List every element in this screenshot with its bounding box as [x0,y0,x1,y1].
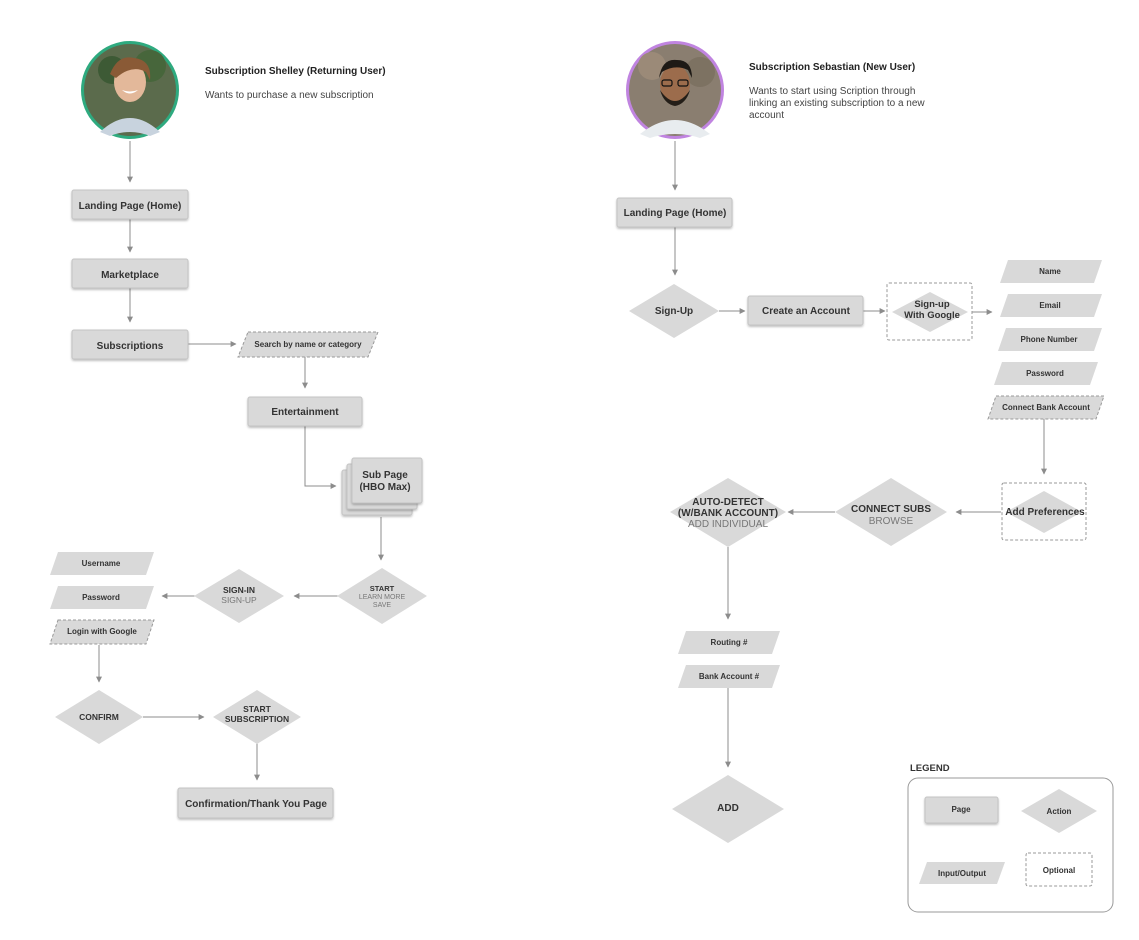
legend-action-swatch [1021,789,1097,833]
start-action: START LEARN MORE SAVE [337,568,427,624]
create-account-label: Create an Account [762,306,851,317]
email-label: Email [1039,301,1060,310]
bank-account-io: Bank Account # [678,665,780,688]
signup-right-label: Sign-Up [655,306,693,317]
add-preferences-optional: Add Preferences [1001,482,1087,541]
name-io: Name [1000,260,1102,283]
subpage-stack: Sub Page (HBO Max) [341,457,423,516]
password-right-label: Password [1026,369,1064,378]
entertainment-label: Entertainment [271,407,339,418]
bank-account-label: Bank Account # [699,672,760,681]
name-label: Name [1039,267,1061,276]
auto-detect-label-1: AUTO-DETECT [692,497,763,508]
username-io: Username [50,552,154,575]
legend-page-swatch [924,796,999,824]
subscriptions-label: Subscriptions [97,341,164,352]
password-io: Password [50,586,154,609]
create-account-page: Create an Account [747,295,864,326]
legend-optional-swatch [1025,852,1093,887]
right-landing-label: Landing Page (Home) [624,208,727,219]
right-connectors [672,141,1047,768]
right-landing-page: Landing Page (Home) [616,197,733,228]
legend-action-label: Action [1047,807,1072,816]
username-label: Username [82,559,121,568]
connect-bank-io: Connect Bank Account [987,395,1105,420]
legend-optional-label: Optional [1043,866,1075,875]
login-google-io: Login with Google [49,619,155,645]
confirm-label: CONFIRM [79,712,119,722]
password-right-io: Password [994,362,1098,385]
login-google-label: Login with Google [67,627,137,636]
entertainment-page: Entertainment [247,396,363,427]
confirmation-label: Confirmation/Thank You Page [185,799,327,810]
auto-detect-label-2: (W/BANK ACCOUNT) [678,508,778,519]
marketplace-page: Marketplace [71,258,189,289]
avatar-sebastian [626,41,724,139]
connect-subs-label: CONNECT SUBS [851,504,931,515]
add-preferences-label: Add Preferences [1005,507,1085,518]
persona-1-name: Subscription Shelley (Returning User) [205,66,386,77]
connect-bank-label: Connect Bank Account [1002,403,1090,412]
persona-1-goal: Wants to purchase a new subscription [205,90,374,101]
start-subscription-action: START SUBSCRIPTION [213,690,301,744]
connect-subs-action: CONNECT SUBS BROWSE [835,478,947,546]
browse-label: BROWSE [869,516,914,527]
google-signup-label-1: Sign-up [914,299,950,310]
phone-label: Phone Number [1021,335,1078,344]
search-io: Search by name or category [237,331,379,358]
avatar-shelley [81,41,179,139]
signup-action: Sign-Up [629,284,719,338]
confirm-action: CONFIRM [55,690,143,744]
save-label: SAVE [373,602,391,609]
left-landing-label: Landing Page (Home) [79,201,182,212]
legend-title: LEGEND [910,763,950,774]
marketplace-label: Marketplace [101,270,159,281]
signin-label: SIGN-IN [223,585,255,595]
left-connectors [96,141,384,781]
start-label: START [370,584,395,593]
start-sub-label-2: SUBSCRIPTION [225,714,289,724]
legend: LEGEND Page Action Input/Output Optional [907,763,1114,913]
search-label: Search by name or category [254,340,362,349]
confirmation-page: Confirmation/Thank You Page [177,787,334,819]
add-label: ADD [717,803,739,814]
start-sub-label-1: START [243,704,272,714]
phone-io: Phone Number [998,328,1102,351]
signin-action: SIGN-IN SIGN-UP [194,569,284,623]
routing-io: Routing # [678,631,780,654]
legend-io-label: Input/Output [938,869,986,878]
google-signup-optional: Sign-up With Google [886,282,973,341]
persona-2-name: Subscription Sebastian (New User) [749,62,916,73]
google-signup-label-2: With Google [904,310,960,321]
password-label: Password [82,593,120,602]
signup-label: SIGN-UP [221,595,257,605]
email-io: Email [1000,294,1102,317]
add-individual-label: ADD INDIVIDUAL [688,519,768,530]
auto-detect-action: AUTO-DETECT (W/BANK ACCOUNT) ADD INDIVID… [670,478,786,547]
add-action: ADD [672,775,784,843]
legend-io-swatch [919,862,1005,884]
legend-page-label: Page [951,805,971,814]
subscriptions-page: Subscriptions [71,329,189,360]
left-landing-page: Landing Page (Home) [71,189,189,220]
subpage-label-2: (HBO Max) [359,482,410,493]
learn-more-label: LEARN MORE [359,594,406,601]
persona-2-goal: Wants to start using Scription through l… [749,86,925,121]
routing-label: Routing # [711,638,748,647]
subpage-label-1: Sub Page [362,470,408,481]
